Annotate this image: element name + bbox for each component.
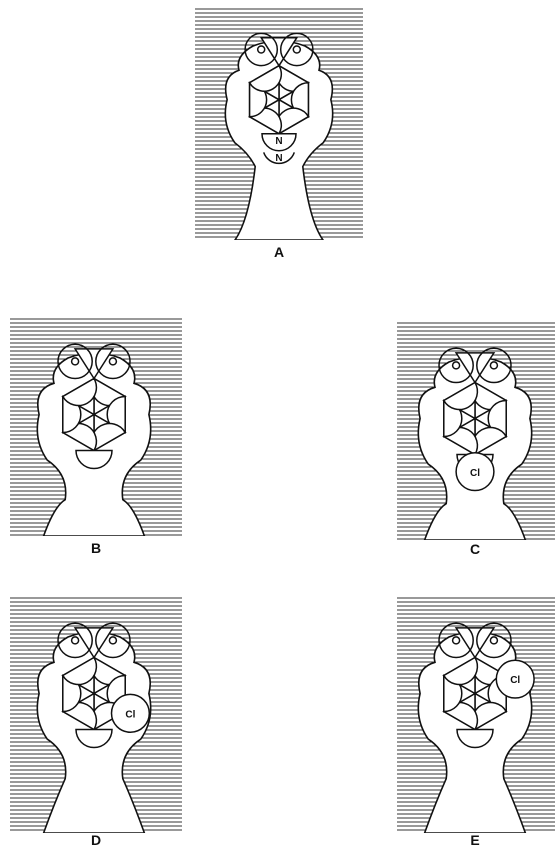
panel-e-label: E [463,832,487,848]
panel-b-label: B [84,540,108,556]
panel-a-figure: NN [195,8,363,240]
substituent-n2-label: N [275,153,282,164]
panel-c-figure: Cl [397,322,555,540]
panel-d-figure: Cl [10,597,182,833]
substituent-n1-label: N [275,136,282,147]
panel-b-figure [10,318,182,536]
chlorine-label: Cl [470,468,480,479]
chlorine-label: Cl [510,675,520,686]
panel-c-label: C [463,541,487,557]
panel-a-label: A [267,244,291,260]
panel-d-label: D [84,832,108,848]
chlorine-label: Cl [125,709,135,720]
panel-e-figure: Cl [397,597,555,833]
